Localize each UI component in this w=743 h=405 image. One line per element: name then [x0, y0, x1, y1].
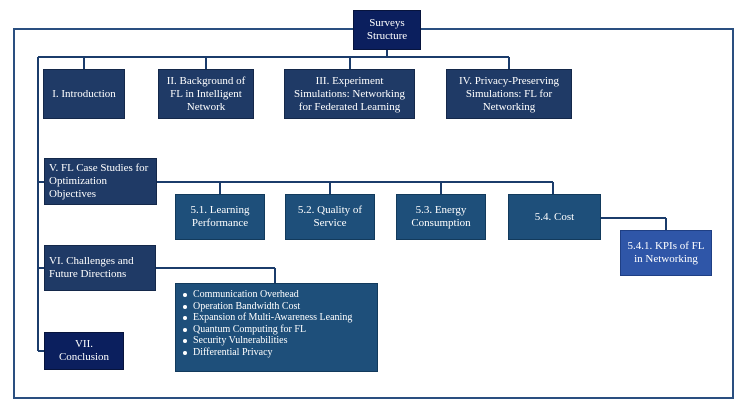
- list-item: Expansion of Multi-Awareness Leaning: [182, 312, 373, 324]
- section-experiment-label: III. Experiment Simulations: Networking …: [294, 74, 405, 113]
- section-background: II. Background of FL in Intelligent Netw…: [158, 69, 254, 119]
- list-item: Security Vulnerabilities: [182, 335, 373, 347]
- subsection-qos-label: 5.2. Quality of Service: [297, 204, 363, 229]
- subsection-learning-label: 5.1. Learning Performance: [190, 204, 250, 229]
- section-privacy-label: IV. Privacy-Preserving Simulations: FL f…: [459, 74, 559, 113]
- subsection-cost-label: 5.4. Cost: [534, 210, 575, 223]
- section-background-label: II. Background of FL in Intelligent Netw…: [166, 74, 246, 113]
- list-item: Communication Overhead: [182, 289, 373, 301]
- section-case-studies: V. FL Case Studies for Optimization Obje…: [44, 158, 157, 205]
- root-node: Surveys Structure: [353, 10, 421, 50]
- section-case-studies-label: V. FL Case Studies for Optimization Obje…: [49, 162, 149, 200]
- section-challenges: VI. Challenges and Future Directions: [44, 245, 156, 291]
- bullet-icon: [183, 293, 187, 297]
- list-item-text: Security Vulnerabilities: [193, 335, 288, 347]
- list-item-text: Communication Overhead: [193, 289, 299, 300]
- list-item: Differential Privacy: [182, 347, 373, 359]
- subsection-energy-label: 5.3. Energy Consumption: [411, 204, 471, 229]
- section-conclusion-label: VII. Conclusion: [58, 338, 110, 363]
- list-item-text: Differential Privacy: [193, 346, 273, 358]
- subsection-qos: 5.2. Quality of Service: [285, 194, 375, 240]
- subsection-energy: 5.3. Energy Consumption: [396, 194, 486, 240]
- section-challenges-label: VI. Challenges and Future Directions: [49, 255, 134, 280]
- list-item: Quantum Computing for FL: [182, 324, 373, 336]
- section-introduction: I. Introduction: [43, 69, 125, 119]
- bullet-icon: [183, 327, 187, 332]
- subsection-kpis-label: 5.4.1. KPIs of FL in Networking: [627, 240, 705, 265]
- list-item-text: Operation Bandwidth Cost: [193, 300, 301, 312]
- section-introduction-label: I. Introduction: [52, 87, 116, 100]
- bullet-icon: [183, 316, 187, 321]
- list-item: Operation Bandwidth Cost: [182, 301, 373, 313]
- list-item-text: Quantum Computing for FL: [193, 323, 307, 335]
- bullet-icon: [183, 304, 187, 309]
- list-item-text: Expansion of Multi-Awareness Leaning: [193, 312, 353, 324]
- section-conclusion: VII. Conclusion: [44, 332, 124, 370]
- challenges-list: Communication Overhead Operation Bandwid…: [175, 283, 378, 372]
- section-experiment: III. Experiment Simulations: Networking …: [284, 69, 415, 119]
- subsection-learning: 5.1. Learning Performance: [175, 194, 265, 240]
- bullet-icon: [183, 350, 187, 355]
- section-privacy: IV. Privacy-Preserving Simulations: FL f…: [446, 69, 572, 119]
- bullet-icon: [183, 339, 187, 344]
- subsection-cost: 5.4. Cost: [508, 194, 601, 240]
- subsection-kpis: 5.4.1. KPIs of FL in Networking: [620, 230, 712, 276]
- root-label: Surveys Structure: [366, 17, 408, 42]
